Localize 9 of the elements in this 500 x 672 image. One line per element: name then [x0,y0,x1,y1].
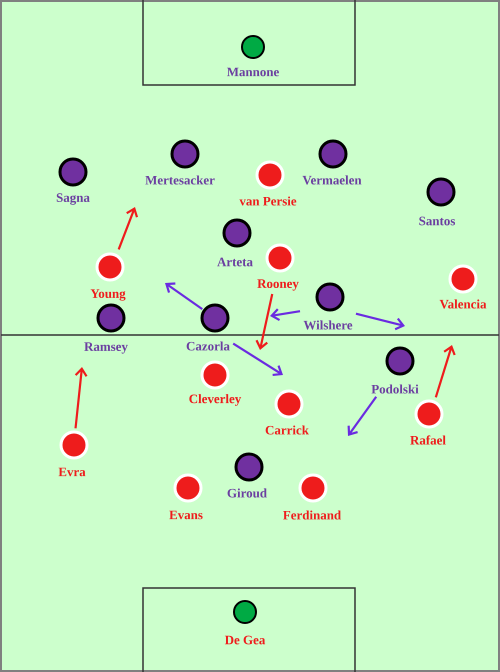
movement-arrow [348,396,378,436]
movement-arrow [74,367,88,428]
movement-arrow [232,342,283,376]
movement-arrow [165,282,203,310]
movement-arrow [434,345,456,398]
movement-arrow [270,308,300,321]
movement-arrow [356,312,405,330]
movement-arrow [256,294,274,350]
movement-arrow [118,207,138,250]
